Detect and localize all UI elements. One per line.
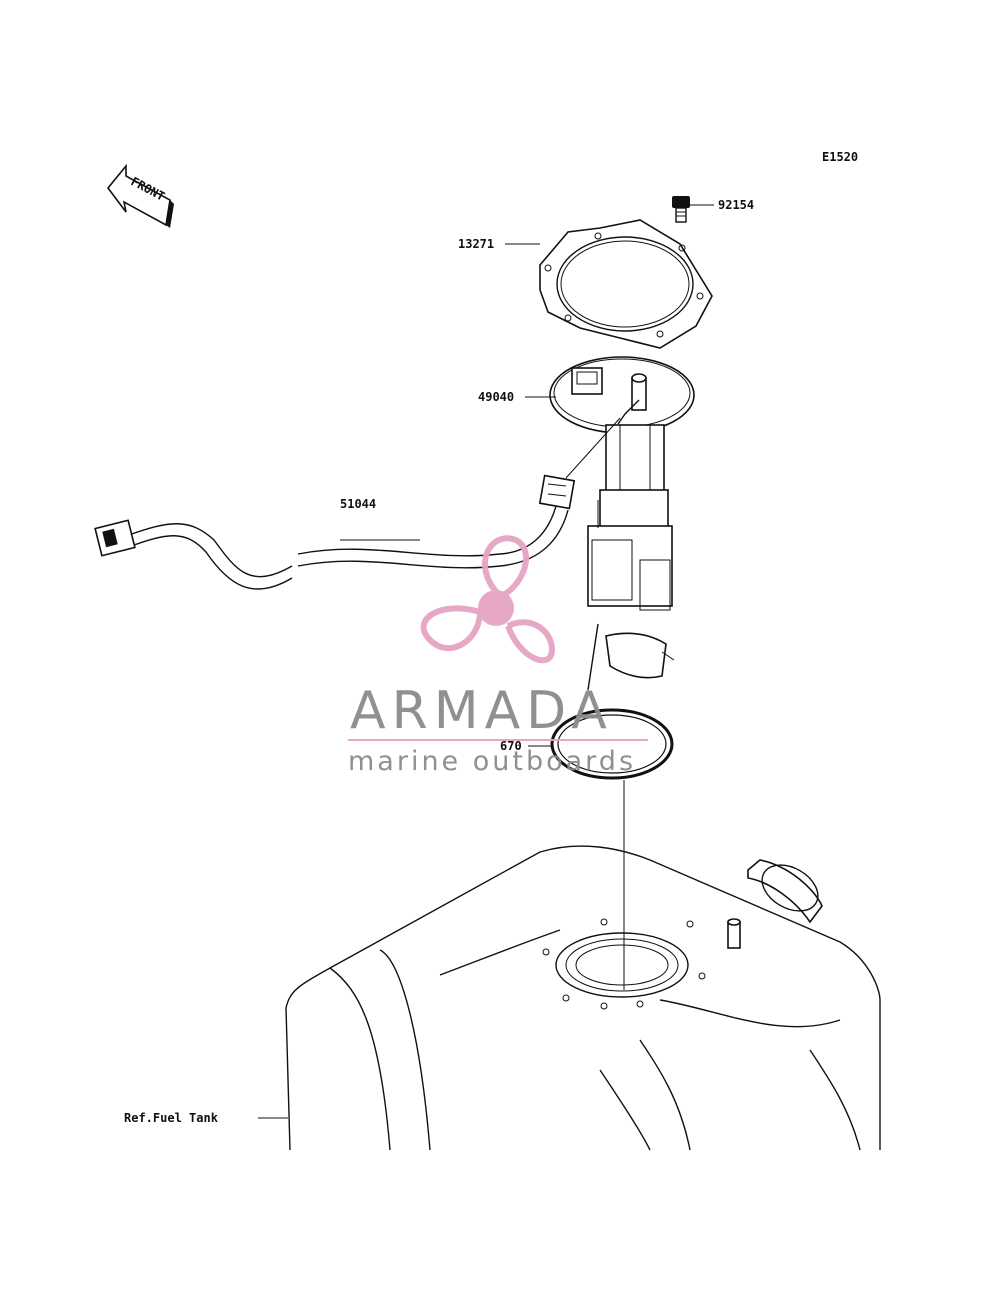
part-number-13271: 13271 bbox=[458, 237, 494, 251]
armada-logo: ARMADA marine outboards bbox=[348, 535, 648, 777]
o-ring-part bbox=[528, 708, 674, 780]
front-arrow-icon: FRONT bbox=[106, 163, 174, 228]
wiring-harness-part bbox=[94, 417, 621, 590]
gasket-plate-part bbox=[505, 219, 713, 349]
diagram-code: E1520 bbox=[822, 150, 858, 164]
fuel-pump-assembly-part bbox=[525, 356, 695, 691]
part-number-670: 670 bbox=[500, 739, 522, 753]
part-number-51044: 51044 bbox=[340, 497, 376, 511]
ref-fuel-tank-label: Ref.Fuel Tank bbox=[124, 1111, 219, 1125]
fuel-tank-part bbox=[258, 845, 881, 1151]
watermark-tagline: marine outboards bbox=[348, 746, 636, 777]
part-number-49040: 49040 bbox=[478, 390, 514, 404]
part-number-92154: 92154 bbox=[718, 198, 754, 212]
bolt-part bbox=[672, 196, 714, 223]
watermark-brand: ARMADA bbox=[350, 681, 613, 741]
propeller-icon bbox=[420, 535, 556, 664]
